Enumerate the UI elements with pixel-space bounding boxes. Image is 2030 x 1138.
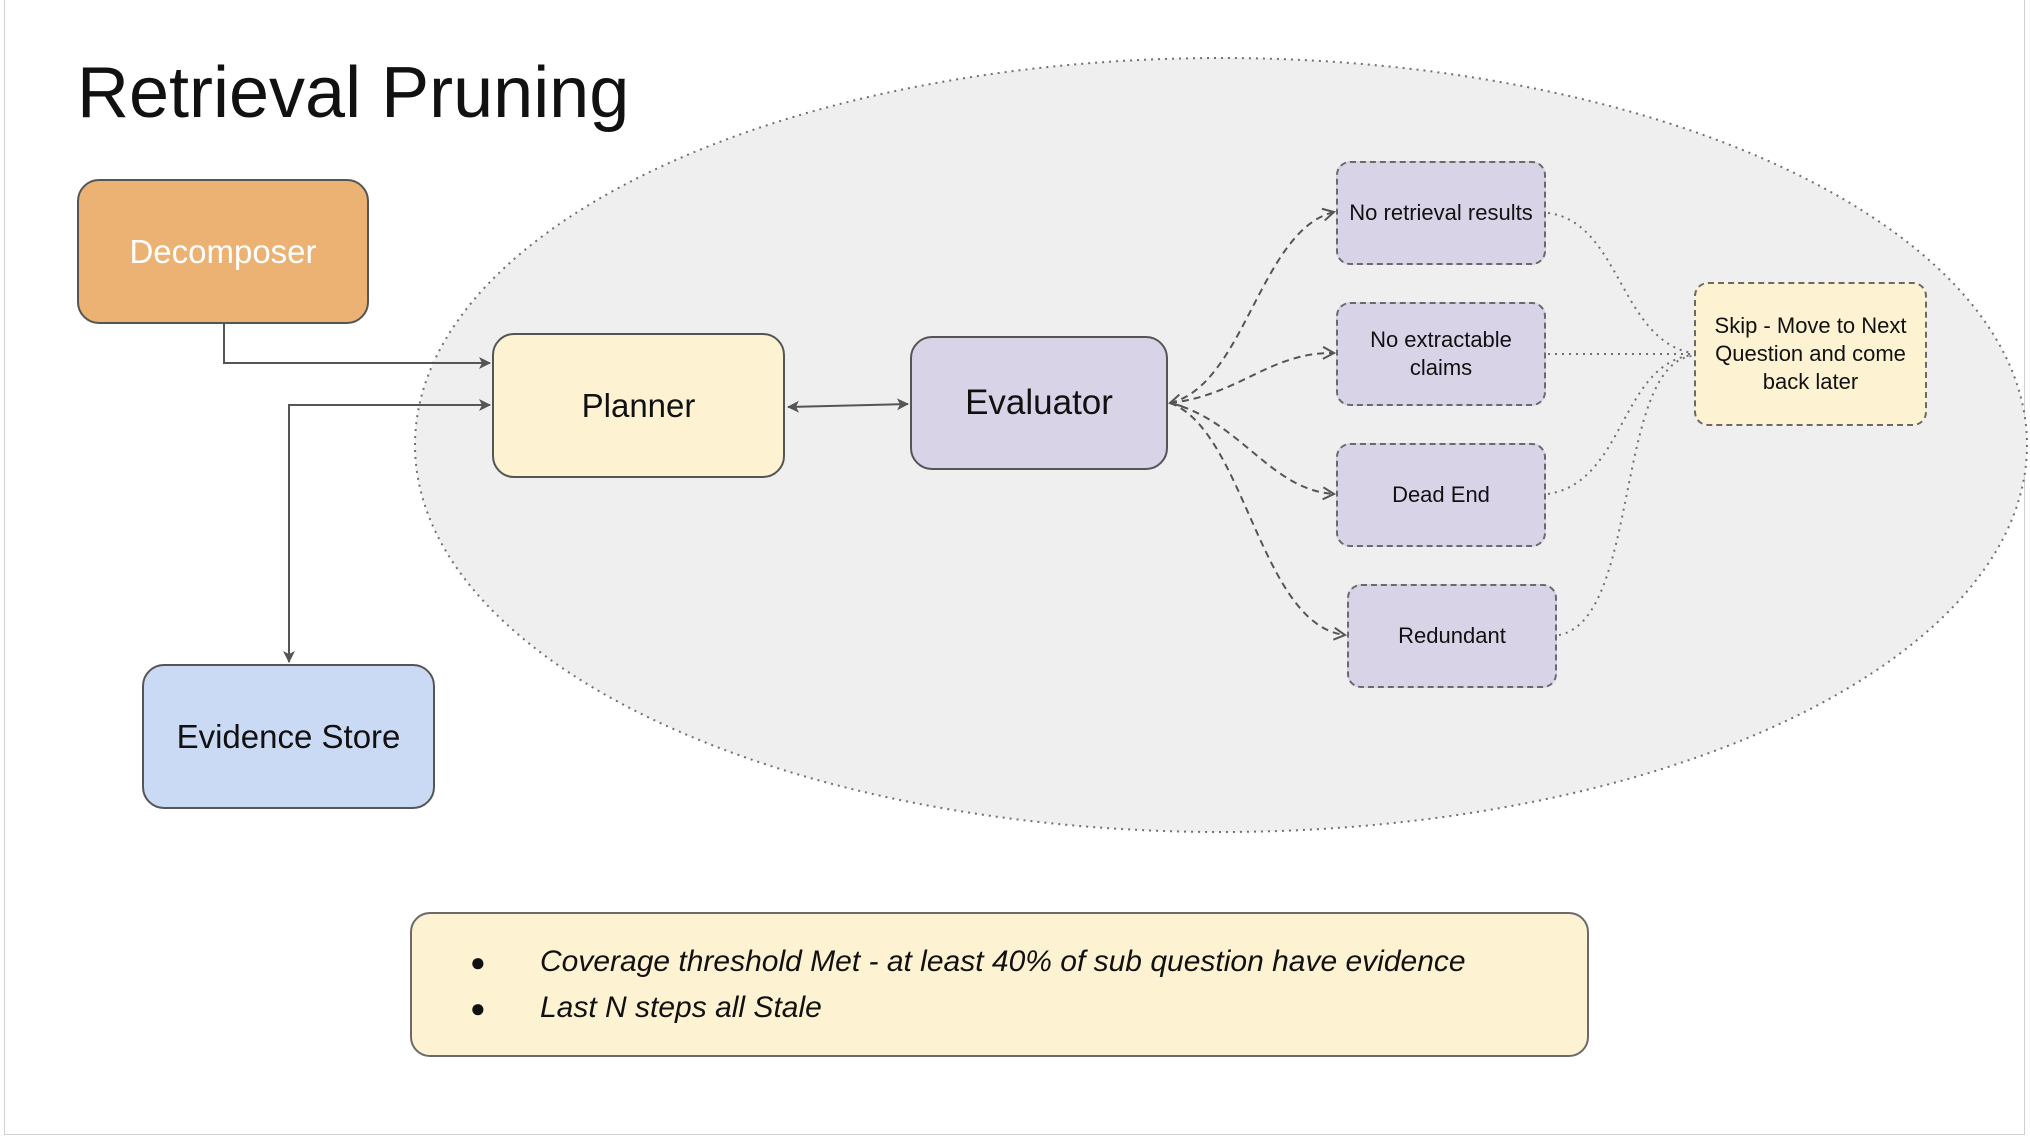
stop-condition-item: ● Coverage threshold Met - at least 40% … [412, 944, 1587, 990]
page-title: Retrieval Pruning [77, 53, 630, 133]
edge-no-retrieval-skip [1547, 212, 1693, 354]
stop-condition-text: Coverage threshold Met - at least 40% of… [540, 945, 1466, 978]
stop-condition-text: Last N steps all Stale [540, 991, 822, 1024]
evidence-store-node: Evidence Store [142, 664, 435, 809]
outcome-redundant: Redundant [1347, 584, 1557, 688]
edge-evaluator-no-claims [1169, 353, 1334, 404]
edge-planner-evidence-store [283, 399, 491, 663]
edge-decomposer-planner [223, 324, 491, 369]
slide-frame [4, 0, 2025, 1135]
edge-evaluator-redundant [1169, 402, 1345, 635]
edge-evaluator-dead-end [1169, 402, 1334, 494]
stop-conditions-box: ● Coverage threshold Met - at least 40% … [410, 912, 1589, 1057]
decomposer-node: Decomposer [77, 179, 369, 324]
outcome-no-retrieval-results: No retrieval results [1336, 161, 1546, 265]
outcome-no-extractable-claims: No extractable claims [1336, 302, 1546, 406]
pruning-region [414, 57, 2028, 833]
bullet-icon: ● [470, 947, 486, 977]
bullet-icon: ● [470, 993, 486, 1023]
skip-node: Skip - Move to Next Question and come ba… [1694, 282, 1927, 426]
evaluator-node: Evaluator [910, 336, 1168, 470]
edge-planner-evaluator [787, 398, 909, 413]
stop-condition-item: ● Last N steps all Stale [412, 990, 1587, 1036]
edge-evaluator-no-retrieval [1170, 212, 1334, 403]
outcome-dead-end: Dead End [1336, 443, 1546, 547]
edge-dead-end-skip [1547, 354, 1693, 495]
planner-node: Planner [492, 333, 785, 478]
